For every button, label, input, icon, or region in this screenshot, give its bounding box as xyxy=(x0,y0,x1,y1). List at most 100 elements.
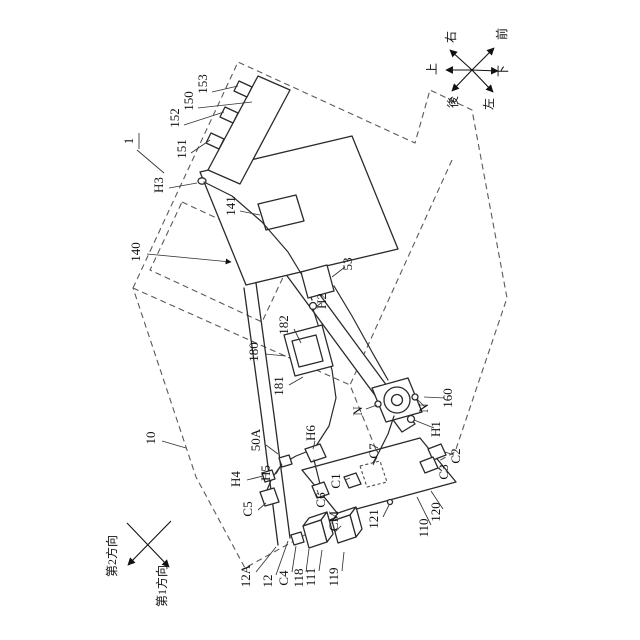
ref-label-n-left: N xyxy=(350,406,365,416)
ref-label-181: 181 xyxy=(271,376,286,396)
ref-label-110: 110 xyxy=(416,518,431,537)
leader-1 xyxy=(136,149,165,174)
component-53 xyxy=(300,264,335,299)
ref-label-180: 180 xyxy=(246,342,261,362)
ref-label-c2: C2 xyxy=(448,448,463,463)
ref-label-h2: H2 xyxy=(314,293,329,309)
leader-h2 xyxy=(315,302,322,308)
leader-h5 xyxy=(275,463,283,475)
ref-label-12: 12 xyxy=(260,575,275,588)
tab-153 xyxy=(233,80,253,98)
ref-label-cm: CM xyxy=(326,510,341,531)
leader-141 xyxy=(239,210,261,216)
compass-arrow-down xyxy=(471,66,499,75)
leader-140 xyxy=(146,253,232,265)
compass-arrow-right xyxy=(449,49,473,71)
internal-assembly xyxy=(197,75,457,549)
box-111 xyxy=(302,511,334,549)
leader-121 xyxy=(382,504,390,518)
leader-118 xyxy=(305,548,310,573)
leader-12a xyxy=(255,546,277,573)
ref-label-c6: C6 xyxy=(313,492,328,508)
leader-10 xyxy=(161,440,187,449)
ref-label-153: 153 xyxy=(195,74,210,94)
compass-label-back: 後 xyxy=(446,96,460,108)
tab-152 xyxy=(219,106,239,124)
ref-label-h1: H1 xyxy=(428,421,443,437)
direction-arrow-first xyxy=(126,522,170,568)
slot-141 xyxy=(257,194,305,231)
leader-h1 xyxy=(413,419,435,429)
leader-111 xyxy=(318,549,323,572)
direction-label-first: 第1方向 xyxy=(154,565,169,607)
leader-c6 xyxy=(316,489,320,496)
tab-151 xyxy=(205,132,225,150)
leader-c2 xyxy=(444,451,455,456)
leader-c1 xyxy=(344,477,351,481)
leader-120 xyxy=(430,490,444,510)
leader-182 xyxy=(293,328,302,344)
ref-label-c3: C3 xyxy=(436,464,451,479)
harness-53-motor xyxy=(333,285,389,381)
compass-label-right: 右 xyxy=(443,31,458,43)
leader-c4 xyxy=(291,545,297,573)
leader-150 xyxy=(197,101,253,109)
ref-label-h6: H6 xyxy=(303,425,318,441)
ref-label-140: 140 xyxy=(128,242,143,262)
ref-label-120: 120 xyxy=(428,502,443,522)
left-rail-2 xyxy=(255,282,291,539)
harness-h6-c6 xyxy=(313,459,321,485)
leader-lines xyxy=(136,85,455,576)
ref-label-141: 141 xyxy=(223,196,238,216)
ref-label-111: 111 xyxy=(303,568,318,587)
leader-153 xyxy=(211,85,239,93)
housing-silhouette xyxy=(132,61,508,569)
box-111-front xyxy=(302,519,328,549)
shaft-n-left xyxy=(374,400,382,408)
ref-label-h5: H5 xyxy=(258,465,273,481)
ref-label-150: 150 xyxy=(181,91,196,111)
shaft-n-right xyxy=(411,393,419,401)
connector-c6 xyxy=(311,481,330,499)
leader-180 xyxy=(264,353,287,357)
leader-12 xyxy=(275,540,289,576)
leader-c3 xyxy=(436,466,443,472)
ref-label-c1: C1 xyxy=(328,473,343,488)
leader-151 xyxy=(190,139,211,154)
leader-h4 xyxy=(246,475,264,481)
ref-label-10: 10 xyxy=(143,432,158,445)
motor-shaft-center xyxy=(390,393,404,407)
box-cm xyxy=(331,506,363,544)
compass-arrow-left xyxy=(471,69,494,93)
compass-arrow-front xyxy=(471,47,495,71)
reference-labels: 1 153 150 152 151 H3 141 140 53 H2 182 1… xyxy=(121,74,463,587)
compass-arrow-back xyxy=(451,69,473,92)
compass-label-up: 上 xyxy=(425,63,439,75)
clamp-h5 xyxy=(278,454,293,468)
ref-label-160: 160 xyxy=(440,388,455,408)
direction-indicator: 第2方向 第1方向 xyxy=(104,520,172,607)
leader-n-right xyxy=(416,398,426,408)
leader-50a xyxy=(265,444,279,455)
ref-label-53: 53 xyxy=(340,258,355,271)
ref-label-182: 182 xyxy=(276,315,291,335)
leader-119 xyxy=(341,551,345,572)
ref-label-119: 119 xyxy=(326,567,341,586)
leader-h6 xyxy=(312,440,316,450)
leader-53 xyxy=(331,266,346,278)
connector-c2 xyxy=(427,443,447,461)
ref-label-151: 151 xyxy=(174,139,189,159)
leader-c5 xyxy=(257,502,267,511)
compass-label-left: 左 xyxy=(481,98,496,110)
clamp-h4 xyxy=(261,469,276,483)
compass-label-front: 前 xyxy=(494,28,509,40)
leader-c7 xyxy=(372,456,378,466)
direction-arrow-second xyxy=(127,520,172,566)
leader-cm xyxy=(334,525,342,533)
display-window-182 xyxy=(291,334,324,368)
connector-c5 xyxy=(259,487,280,507)
ref-label-h4: H4 xyxy=(228,471,243,487)
bracket-strip-150 xyxy=(207,75,291,185)
box-cm-front xyxy=(331,514,357,544)
